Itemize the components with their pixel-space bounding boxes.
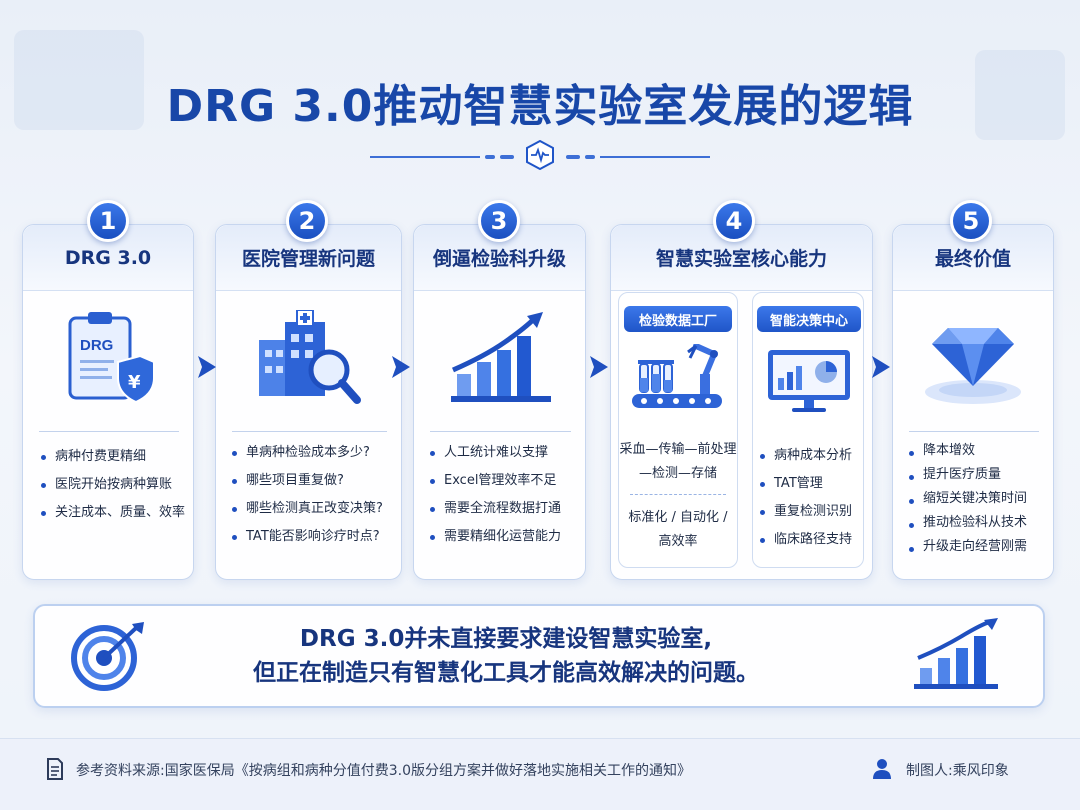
list-item: 临床路径支持 xyxy=(758,526,852,554)
step-card-2: 医院管理新问题 单病种检验成本多少? 哪些项目重复做? 哪些检测真正改变决策? … xyxy=(215,224,402,580)
author-credit: 制图人:乘风印象 xyxy=(906,763,1009,779)
list-item: 病种付费更精细 xyxy=(39,443,185,471)
step-number-4: 4 xyxy=(713,200,755,242)
clipboard-label: DRG xyxy=(80,337,113,354)
arrow-right-icon xyxy=(392,356,410,378)
svg-text:¥: ¥ xyxy=(128,372,141,393)
sub-label-data-factory: 检验数据工厂 xyxy=(624,306,732,332)
step-3-bullets: 人工统计难以支撑 Excel管理效率不足 需要全流程数据打通 需要精细化运营能力 xyxy=(428,439,561,551)
list-item: 哪些项目重复做? xyxy=(230,467,383,495)
list-item: TAT能否影响诊疗时点? xyxy=(230,523,383,551)
list-item: 需要精细化运营能力 xyxy=(428,523,561,551)
hospital-magnifier-icon xyxy=(258,310,361,404)
list-item: 关注成本、质量、效率 xyxy=(39,499,185,527)
list-item: 推动检验科从技术 xyxy=(907,511,1027,535)
step-1-bullets: 病种付费更精细 医院开始按病种算账 关注成本、质量、效率 xyxy=(39,443,185,527)
list-item-continued: 升级走向经营刚需 xyxy=(907,535,1027,559)
step-number-1: 1 xyxy=(87,200,129,242)
list-item: 提升医疗质量 xyxy=(907,463,1027,487)
footer xyxy=(0,738,1080,810)
data-factory-flow: 采血—传输—前处理 —检测—存储 xyxy=(618,438,738,486)
list-item: 病种成本分析 xyxy=(758,442,852,470)
document-icon xyxy=(47,758,63,780)
clipboard-drg-shield-icon: DRG ¥ xyxy=(68,312,155,404)
step-number-3: 3 xyxy=(478,200,520,242)
lab-robot-arm-icon xyxy=(632,344,722,408)
background-panel-left xyxy=(14,30,144,130)
list-item: 医院开始按病种算账 xyxy=(39,471,185,499)
title-divider xyxy=(370,140,710,170)
step-card-3: 倒逼检验科升级 人工统计难以支撑 Excel管理效率不足 需要全流程数据打通 需… xyxy=(413,224,586,580)
result-line: 高效率 xyxy=(658,534,698,549)
background-panel-right xyxy=(975,50,1065,140)
flow-line: 采血—传输—前处理 xyxy=(619,442,737,457)
conclusion-banner xyxy=(33,604,1045,708)
list-item: Excel管理效率不足 xyxy=(428,467,561,495)
step-number-5: 5 xyxy=(950,200,992,242)
rising-chart-icon xyxy=(914,618,998,689)
sub-card-data-factory xyxy=(618,292,738,568)
list-item: 单病种检验成本多少? xyxy=(230,439,383,467)
list-item: 重复检测识别 xyxy=(758,498,852,526)
step-number-2: 2 xyxy=(286,200,328,242)
sub-label-decision-center: 智能决策中心 xyxy=(757,306,861,332)
sub-card-decision-center xyxy=(752,292,864,568)
data-factory-result: 标准化 / 自动化 / 高效率 xyxy=(618,506,738,554)
dashboard-monitor-icon xyxy=(768,350,850,412)
step-heading: 倒逼检验科升级 xyxy=(414,225,585,291)
diamond-icon xyxy=(925,328,1021,404)
person-icon xyxy=(873,759,891,779)
flow-line: —检测—存储 xyxy=(638,466,717,481)
list-item: 缩短关键决策时间 xyxy=(907,487,1027,511)
result-line: 标准化 / 自动化 / xyxy=(628,510,728,525)
list-item: 哪些检测真正改变决策? xyxy=(230,495,383,523)
step-2-bullets: 单病种检验成本多少? 哪些项目重复做? 哪些检测真正改变决策? TAT能否影响诊… xyxy=(230,439,383,551)
dashed-divider xyxy=(630,494,726,495)
list-item: TAT管理 xyxy=(758,470,852,498)
list-item: 降本增效 xyxy=(907,439,1027,463)
list-item: 人工统计难以支撑 xyxy=(428,439,561,467)
heartbeat-icon xyxy=(526,140,554,170)
list-item: 需要全流程数据打通 xyxy=(428,495,561,523)
conclusion-text: DRG 3.0并未直接要求建设智慧实验室, 但正在制造只有智慧化工具才能高效解决… xyxy=(160,622,852,690)
page-title: DRG 3.0推动智慧实验室发展的逻辑 xyxy=(166,81,914,132)
step-5-bullets: 降本增效 提升医疗质量 缩短关键决策时间 推动检验科从技术 升级走向经营刚需 xyxy=(907,439,1027,559)
step-card-5: 最终价值 降本增效 提升医疗质量 缩短关键决策时间 推动检验科从技术 升级走向经… xyxy=(892,224,1054,580)
step-card-1: DRG 3.0 DRG ¥ 病种付费更精细 医院开始按病种算账 关注成本、质量、… xyxy=(22,224,194,580)
arrow-right-icon xyxy=(590,356,608,378)
conclusion-line-1: DRG 3.0并未直接要求建设智慧实验室, xyxy=(299,626,713,652)
target-arrow-icon xyxy=(71,622,144,691)
reference-source: 参考资料来源:国家医保局《按病组和病种分值付费3.0版分组方案并做好落地实施相关… xyxy=(76,763,691,779)
arrow-right-icon xyxy=(872,356,890,378)
decision-center-bullets: 病种成本分析 TAT管理 重复检测识别 临床路径支持 xyxy=(758,442,852,554)
arrow-right-icon xyxy=(198,356,216,378)
conclusion-line-2: 但正在制造只有智慧化工具才能高效解决的问题。 xyxy=(253,660,759,686)
growth-bar-chart-icon xyxy=(450,312,551,402)
